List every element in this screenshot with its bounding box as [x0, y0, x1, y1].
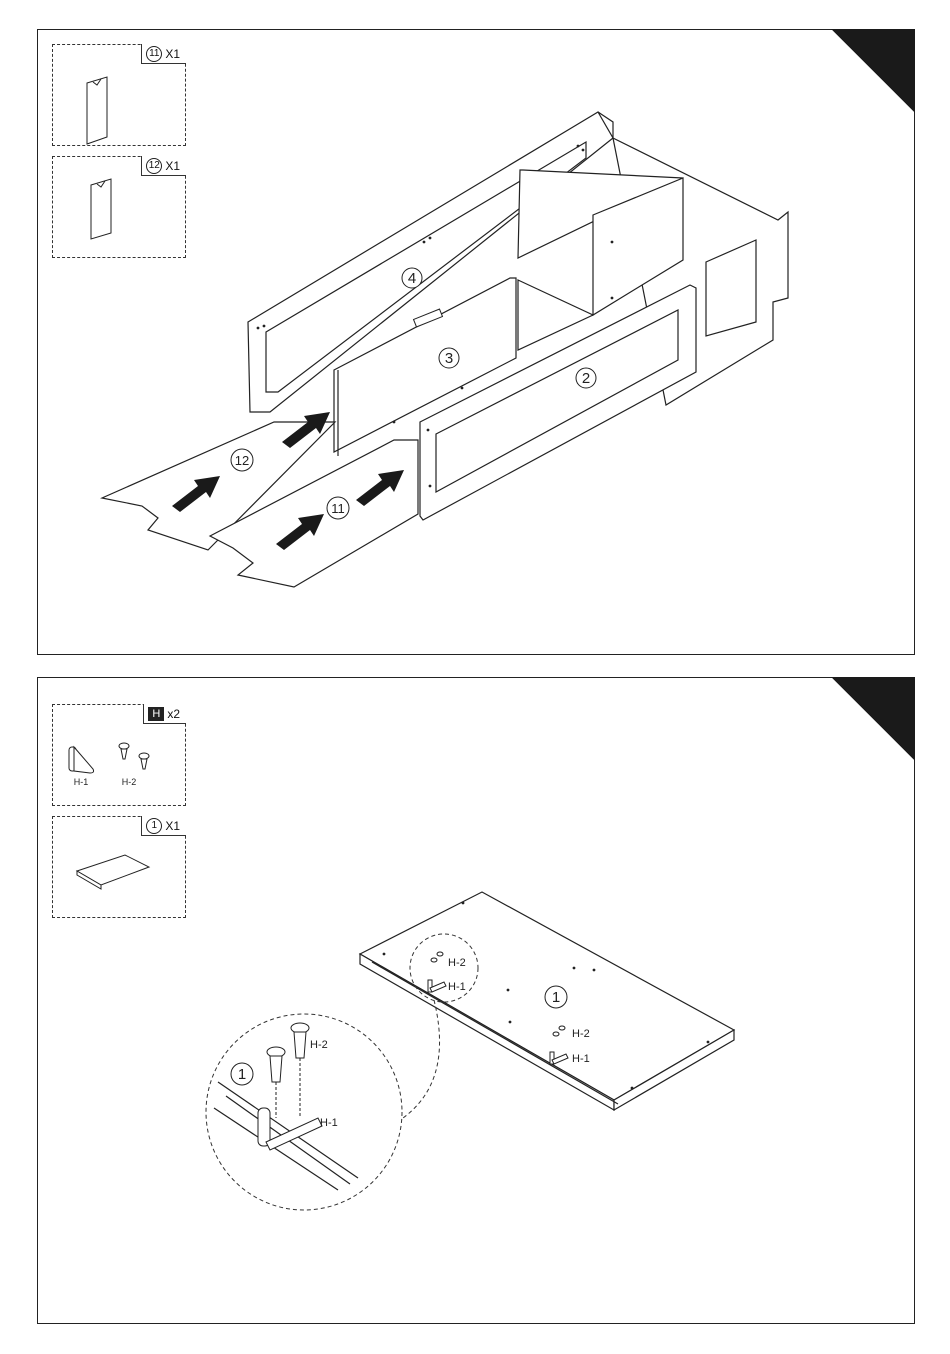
callout-part-3: 3	[445, 350, 453, 367]
panel-h2-label: H-2	[572, 1028, 590, 1040]
bracket-assembly-drawing: H-2 H-1 H-2 H-1 1 1 H-2 H-1	[38, 678, 914, 1323]
cabinet-assembly-drawing: 4 3 2 12 11	[38, 30, 914, 654]
assembly-step-panel-b: H x2 H-1 H-2 1 X1	[37, 677, 915, 1324]
callout-part-4: 4	[408, 270, 416, 287]
callout-part-2: 2	[582, 370, 590, 387]
callout-detail-panel-1: 1	[238, 1066, 246, 1083]
detail-h1-label: H-1	[320, 1117, 338, 1129]
assembly-step-panel-a: 11 X1 12 X1	[37, 29, 915, 655]
panel-h1-label: H-1	[572, 1053, 590, 1065]
callout-panel-1: 1	[552, 989, 560, 1006]
panel-h2-label: H-2	[448, 957, 466, 969]
detail-h2-label: H-2	[310, 1039, 328, 1051]
callout-part-12: 12	[235, 453, 249, 468]
panel-h1-label: H-1	[448, 981, 466, 993]
callout-part-11: 11	[331, 501, 345, 516]
